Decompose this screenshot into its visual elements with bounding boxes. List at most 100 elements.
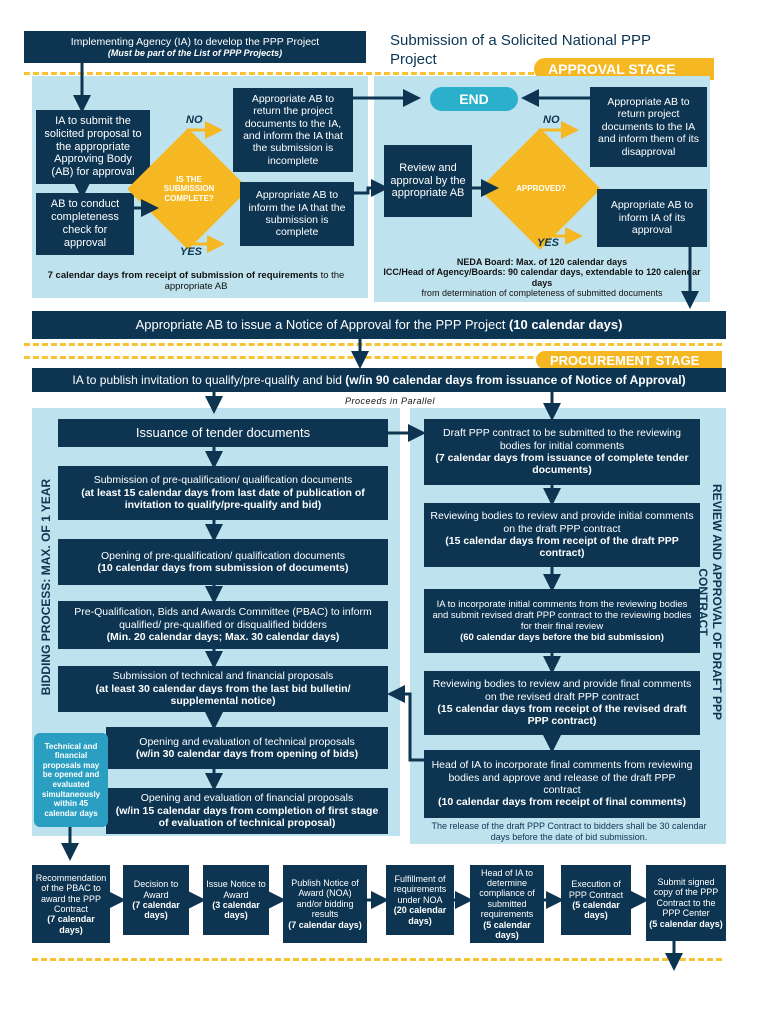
review-step-1: Draft PPP contract to be submitted to th…: [424, 419, 700, 485]
notice-days-text: (10 calendar days): [508, 317, 623, 333]
bottom-step-5-main: Fulfillment of requirements under NOA: [393, 874, 447, 905]
seven-days-rest: to the appropriate AB: [164, 270, 345, 293]
no-label-1: NO: [186, 114, 203, 126]
bottom-step-5: Fulfillment of requirements under NOA (2…: [386, 865, 454, 935]
page-title: Submission of a Solicited National PPP P…: [390, 32, 651, 68]
ab-inform-approval-box: Appropriate AB to inform IA of its appro…: [597, 189, 707, 247]
icc-text: ICC/Head of Agency/Boards: 90 calendar d…: [383, 267, 701, 288]
bid-step-6-days: (w/in 30 calendar days from opening of b…: [135, 748, 359, 760]
bottom-step-3: Issue Notice to Award (3 calendar days): [203, 865, 269, 935]
approval-duration-note: NEDA Board: Max. of 120 calendar days IC…: [378, 257, 706, 298]
bottom-step-8-days: (5 calendar days): [649, 918, 723, 929]
notice-main-text: Appropriate AB to issue a Notice of Appr…: [135, 317, 509, 333]
ab-return-incomplete-box: Appropriate AB to return the project doc…: [233, 88, 353, 172]
ab-conduct-box: AB to conduct completeness check for app…: [36, 193, 134, 255]
parallel-label: Proceeds in Parallel: [344, 396, 436, 406]
bid-step-7-days: (w/in 15 calendar days from completion o…: [115, 804, 379, 830]
ab-inform-complete-box: Appropriate AB to inform the IA that the…: [240, 182, 354, 246]
bottom-step-1-days: (7 calendar days): [47, 914, 95, 935]
bid-step-7-main: Opening and evaluation of financial prop…: [140, 792, 354, 805]
seven-days-note: 7 calendar days from receipt of submissi…: [36, 270, 356, 293]
arrow-right5-to-left5: [387, 685, 424, 762]
bid-step-6-main: Opening and evaluation of technical prop…: [139, 735, 355, 748]
no-label-2: NO: [543, 114, 560, 126]
arrow-yes-2: [538, 227, 583, 245]
bid-step-6: Opening and evaluation of technical prop…: [106, 727, 388, 769]
review-step-3-main: IA to incorporate initial comments from …: [432, 598, 692, 632]
procurement-divider-1: [24, 343, 722, 346]
review-approval-box: Review and approval by the appropriate A…: [384, 145, 472, 217]
bottom-step-8: Submit signed copy of the PPP Contract t…: [646, 865, 726, 941]
simultaneous-note: Technical and financial proposals may be…: [34, 733, 108, 827]
bottom-step-4: Publish Notice of Award (NOA) and/or bid…: [283, 865, 367, 943]
bottom-step-6: Head of IA to determine compliance of su…: [470, 865, 544, 943]
review-step-3-days: (60 calendar days before the bid submiss…: [460, 632, 664, 644]
bottom-step-2: Decision to Award (7 calendar days): [123, 865, 189, 935]
approval-divider: [24, 72, 714, 75]
ia-develop-box: Implementing Agency (IA) to develop the …: [24, 31, 366, 63]
bottom-step-7: Execution of PPP Contract (5 calendar da…: [561, 865, 631, 935]
arrow-no-1: [186, 121, 223, 150]
publish-invitation-box: IA to publish invitation to qualify/pre-…: [32, 368, 726, 392]
bid-step-4-days: (Min. 20 calendar days; Max. 30 calendar…: [106, 631, 340, 644]
bottom-divider: [32, 958, 722, 961]
bottom-step-7-days: (5 calendar days): [572, 900, 620, 921]
notice-of-approval-box: Appropriate AB to issue a Notice of Appr…: [32, 311, 726, 339]
bid-step-3-main: Opening of pre-qualification/ qualificat…: [101, 549, 345, 562]
bottom-step-7-main: Execution of PPP Contract: [568, 879, 624, 900]
neda-text: NEDA Board: Max. of 120 calendar days: [456, 257, 628, 267]
bid-step-3: Opening of pre-qualification/ qualificat…: [58, 539, 388, 585]
bottom-step-2-main: Decision to Award: [133, 879, 179, 900]
bottom-step-6-days: (5 calendar days): [483, 919, 531, 940]
ia-develop-text: Implementing Agency (IA) to develop the …: [70, 35, 320, 48]
determination-text: from determination of completeness of su…: [421, 288, 663, 299]
bottom-step-4-days: (7 calendar days): [288, 919, 362, 930]
bottom-step-6-main: Head of IA to determine compliance of su…: [479, 867, 535, 920]
arrow-complete-to-review: [354, 179, 389, 197]
submission-complete-label: IS THE SUBMISSION COMPLETE?: [163, 175, 215, 203]
bid-step-2-days: (at least 15 calendar days from last dat…: [81, 486, 365, 512]
yes-label-1: YES: [180, 246, 203, 258]
approved-label: APPROVED?: [516, 184, 566, 194]
procurement-stage-tab: PROCUREMENT STAGE: [536, 351, 722, 369]
ia-develop-note: (Must be part of the List of PPP Project…: [107, 47, 283, 58]
review-step-2-days: (15 calendar days from receipt of the dr…: [445, 535, 679, 560]
ab-return-disapproval-box: Appropriate AB to return project documen…: [590, 87, 707, 167]
bottom-step-1-main: Recommendation of the PBAC to award the …: [35, 872, 107, 914]
review-step-4: Reviewing bodies to review and provide f…: [424, 671, 700, 735]
procurement-divider-2: [24, 356, 722, 359]
bid-step-3-days: (10 calendar days from submission of doc…: [97, 562, 349, 574]
seven-days-bold: 7 calendar days from receipt of submissi…: [47, 270, 318, 281]
review-step-1-days: (7 calendar days from issuance of comple…: [435, 452, 689, 477]
review-step-4-days: (15 calendar days from receipt of the re…: [437, 703, 687, 728]
review-step-4-main: Reviewing bodies to review and provide f…: [432, 678, 692, 703]
bottom-step-1: Recommendation of the PBAC to award the …: [32, 865, 110, 943]
arrow-no-2: [538, 121, 579, 150]
publish-days-text: (w/in 90 calendar days from issuance of …: [345, 372, 686, 387]
review-step-1-main: Draft PPP contract to be submitted to th…: [443, 427, 681, 452]
end-terminator: END: [430, 87, 518, 111]
release-note: The release of the draft PPP Contract to…: [431, 821, 707, 842]
bid-step-1-main: Issuance of tender documents: [135, 425, 311, 441]
bid-step-2: Submission of pre-qualification/ qualifi…: [58, 466, 388, 520]
review-step-5-main: Head of IA to incorporate final comments…: [431, 759, 693, 796]
bid-step-2-main: Submission of pre-qualification/ qualifi…: [93, 474, 353, 487]
bid-step-4-main: Pre-Qualification, Bids and Awards Commi…: [74, 606, 372, 631]
yes-label-2: YES: [537, 237, 560, 249]
bottom-step-2-days: (7 calendar days): [132, 900, 180, 921]
bid-step-4: Pre-Qualification, Bids and Awards Commi…: [58, 601, 388, 649]
bottom-step-5-days: (20 calendar days): [393, 905, 447, 926]
bid-step-5: Submission of technical and financial pr…: [58, 666, 388, 712]
bottom-step-3-main: Issue Notice to Award: [206, 879, 266, 900]
ia-submit-box: IA to submit the solicited proposal to t…: [36, 110, 150, 184]
bid-step-7: Opening and evaluation of financial prop…: [106, 788, 388, 834]
review-step-2-main: Reviewing bodies to review and provide i…: [430, 510, 694, 535]
review-step-5: Head of IA to incorporate final comments…: [424, 750, 700, 818]
review-step-3: IA to incorporate initial comments from …: [424, 589, 700, 653]
approval-stage-tab: APPROVAL STAGE: [534, 58, 714, 80]
bid-step-5-main: Submission of technical and financial pr…: [112, 670, 334, 683]
publish-main-text: IA to publish invitation to qualify/pre-…: [72, 372, 346, 387]
bid-step-1: Issuance of tender documents: [58, 419, 388, 447]
bottom-step-8-main: Submit signed copy of the PPP Contract t…: [653, 877, 719, 919]
